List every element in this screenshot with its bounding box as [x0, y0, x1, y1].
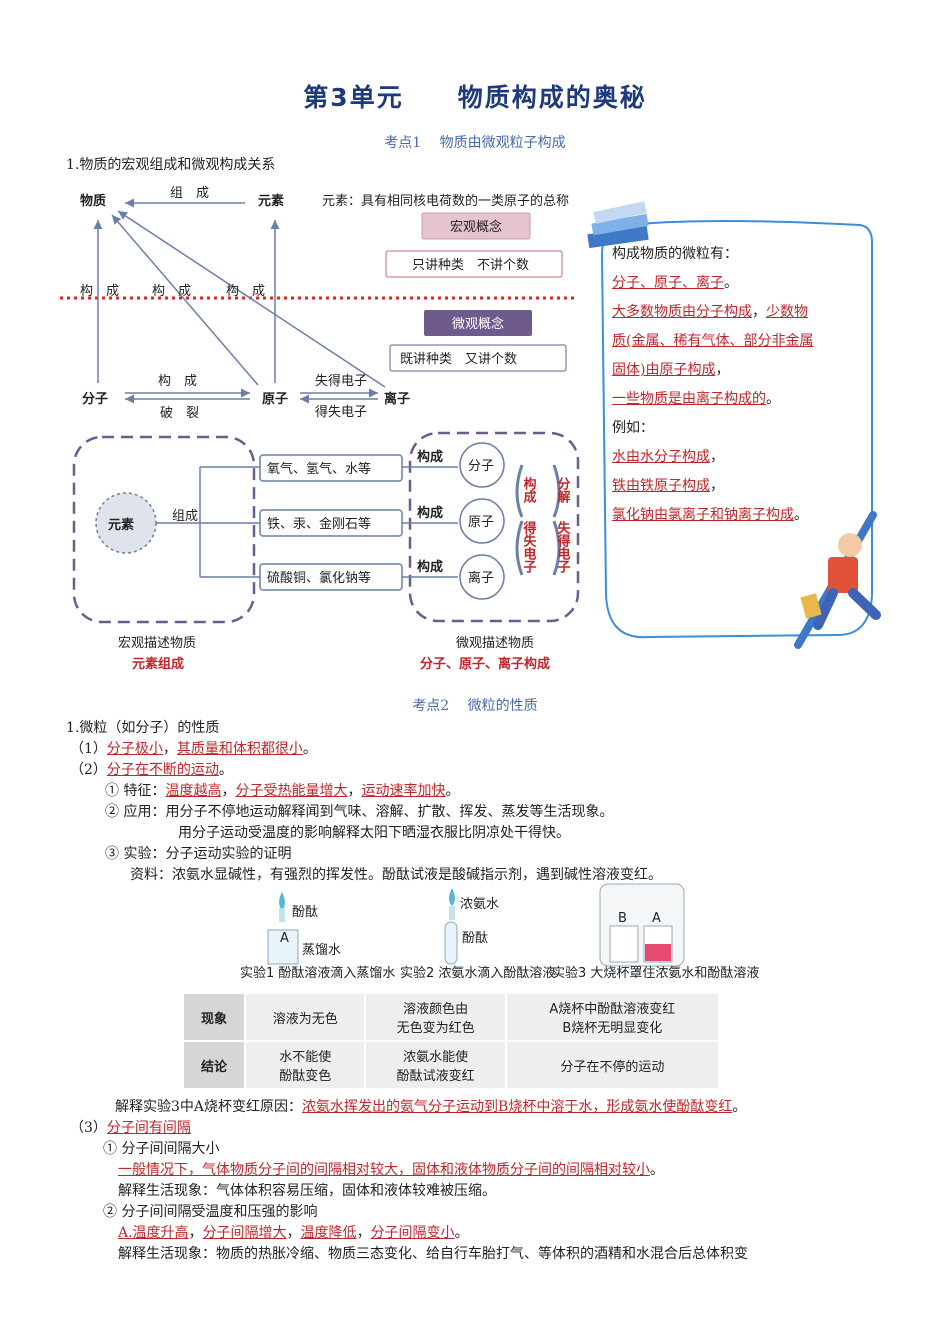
box-examples-1: 氧气、氢气、水等: [267, 461, 371, 477]
label-goucheng-3: 构 成: [226, 284, 265, 299]
side-l3c: 少数物: [766, 304, 808, 320]
spacing-size: ① 分子间间隔大小: [103, 1141, 220, 1157]
spacing-temperature-example: 解释生活现象：物质的热胀冷缩、物质三态变化、给自行车胎打气、等体积的酒精和水混合…: [118, 1246, 748, 1262]
macro-concept-desc: 只讲种类 不讲个数: [412, 258, 529, 273]
arrow-label-shide: 失得电子: [555, 520, 572, 574]
micro-concept-label: 微观概念: [452, 316, 504, 332]
property-2: （2）分子在不断的运动。: [70, 762, 233, 778]
yuansu-definition: 元素：具有相同核电荷数的一类原子的总称: [322, 193, 569, 209]
label-goucheng-small-2: 构成: [417, 505, 443, 521]
box-examples-2: 铁、汞、金刚石等: [267, 516, 371, 532]
svg-text:B: B: [618, 911, 627, 926]
arrow-label-deshi: 得失电子: [521, 520, 538, 574]
node-fenzi: 分子: [82, 391, 108, 407]
svg-text:实验3 大烧杯罩住浓氨水和酚酞溶液: 实验3 大烧杯罩住浓氨水和酚酞溶液: [552, 965, 759, 981]
macro-concept-label: 宏观概念: [450, 219, 502, 235]
side-l9: 铁由铁原子构成: [612, 478, 710, 494]
label-shi-dianzi: 失得电子: [315, 373, 367, 389]
page-title: 第3单元 物质构成的奥秘: [303, 83, 647, 112]
node-wuzhi: 物质: [80, 193, 106, 209]
material-line: 资料：浓氨水显碱性，有强烈的挥发性。酚酞试液是酸碱指示剂，遇到碱性溶液变红。: [130, 867, 662, 883]
label-polie: 破 裂: [160, 406, 199, 421]
arrow-label-fenjie: 分解: [555, 476, 572, 504]
feature-line: ① 特征：温度越高，分子受热能量增大，运动速率加快。: [105, 783, 460, 799]
experiment-illustration: 酚酞 A 蒸馏水 实验1 酚酞溶液滴入蒸馏水 浓氨水 酚酞 实验2 浓氨水滴入酚…: [240, 883, 759, 981]
side-note: 构成物质的微粒有： 分子、原子、离子。 大多数物质由分子构成，少数物 质(金属、…: [612, 240, 813, 530]
svg-text:实验2 浓氨水滴入酚酞溶液: 实验2 浓氨水滴入酚酞溶液: [400, 965, 555, 981]
circle-yuanzi: 原子: [468, 515, 494, 530]
side-l4: 质(金属、稀有气体、部分非金属: [612, 333, 814, 349]
spacing-temperature: ② 分子间间隔受温度和压强的影响: [103, 1204, 318, 1220]
label-goucheng-small-1: 构成: [417, 449, 443, 465]
spacing-temperature-detail: A.温度升高，分子间隔增大，温度降低，分子间隔变小。: [118, 1225, 469, 1241]
side-l7: 例如：: [612, 420, 654, 436]
matter-composition-diagram: 物质 元素 组 成 元素：具有相同核电荷数的一类原子的总称 宏观概念 只讲种类 …: [60, 186, 580, 672]
node-yuansu: 元素: [258, 193, 284, 209]
yuansu-circle: 元素: [108, 517, 134, 533]
books-icon: [587, 201, 649, 249]
node-yuanzi: 原子: [262, 392, 288, 407]
label-zucheng-2: 组成: [172, 509, 198, 524]
side-l2: 分子、原子、离子: [612, 275, 724, 291]
box-examples-3: 硫酸铜、氯化钠等: [267, 570, 371, 586]
label-goucheng-2: 构 成: [152, 284, 191, 299]
svg-text:酚酞: 酚酞: [292, 905, 318, 920]
side-note-frame: [587, 201, 881, 649]
running-student-icon: [794, 511, 881, 649]
caption-macro: 宏观描述物质: [118, 636, 196, 651]
experiment-line: ③ 实验：分子运动实验的证明: [105, 846, 292, 862]
svg-text:蒸馏水: 蒸馏水: [302, 943, 341, 958]
kaodian-1-heading: 考点1 物质由微观粒子构成: [384, 135, 566, 151]
circle-fenzi: 分子: [468, 459, 494, 474]
section-1-heading: 1.物质的宏观组成和微观构成关系: [66, 157, 276, 173]
svg-text:浓氨水: 浓氨水: [460, 897, 499, 912]
side-l8: 水由水分子构成: [612, 449, 710, 465]
label-goucheng-small-3: 构成: [417, 559, 443, 575]
svg-text:酚酞: 酚酞: [462, 931, 488, 946]
spacing-size-example: 解释生活现象：气体体积容易压缩，固体和液体较难被压缩。: [118, 1183, 496, 1199]
side-l5: 固体)由原子构成: [612, 362, 716, 378]
experiment-1: 酚酞 A 蒸馏水 实验1 酚酞溶液滴入蒸馏水: [240, 892, 395, 981]
svg-text:实验1 酚酞溶液滴入蒸馏水: 实验1 酚酞溶液滴入蒸馏水: [240, 965, 395, 981]
explain-line: 解释实验3中A烧杯变红原因：浓氨水挥发出的氨气分子运动到B烧杯中溶于水，形成氨水…: [115, 1099, 747, 1115]
application-line-2: 用分子运动受温度的影响解释太阳下晒湿衣服比阴凉处干得快。: [178, 825, 570, 841]
side-l10: 氯化钠由氯离子和钠离子构成: [612, 507, 794, 523]
kaodian-2-heading: 考点2 微粒的性质: [412, 698, 538, 714]
side-l6: 一些物质是由离子构成的: [612, 391, 766, 407]
section-2-heading: 1.微粒（如分子）的性质: [66, 720, 220, 736]
experiment-3: B A 实验3 大烧杯罩住浓氨水和酚酞溶液: [552, 883, 759, 981]
label-goucheng-fenzi: 构 成: [158, 374, 197, 389]
label-zucheng: 组 成: [170, 186, 209, 201]
side-l3a: 大多数物质由分子构成: [612, 304, 752, 320]
svg-text:A: A: [652, 911, 661, 926]
arrow-label-goucheng: 构成: [521, 476, 537, 504]
spacing-size-detail: 一般情况下，气体物质分子间的间隔相对较大，固体和液体物质分子间的间隔相对较小。: [118, 1162, 664, 1178]
side-l1: 构成物质的微粒有：: [612, 246, 738, 262]
experiment-2: 浓氨水 酚酞 实验2 浓氨水滴入酚酞溶液: [400, 888, 555, 981]
property-1: （1）分子极小，其质量和体积都很小。: [70, 741, 317, 757]
property-3: （3）分子间有间隔: [70, 1120, 191, 1136]
caption-micro: 微观描述物质: [456, 636, 534, 651]
label-goucheng-1: 构 成: [80, 284, 119, 299]
node-lizi: 离子: [384, 391, 410, 407]
application-line: ② 应用：用分子不停地运动解释闻到气味、溶解、扩散、挥发、蒸发等生活现象。: [105, 804, 614, 820]
label-de-dianzi: 得失电子: [315, 404, 367, 420]
table-row: 结论 水不能使酚酞变色 浓氨水能使酚酞试液变红 分子在不停的运动: [182, 1040, 721, 1090]
svg-text:A: A: [280, 931, 289, 946]
caption-micro-2: 分子、原子、离子构成: [420, 656, 550, 672]
caption-macro-2: 元素组成: [132, 656, 184, 672]
circle-lizi: 离子: [468, 570, 494, 586]
micro-concept-desc: 既讲种类 又讲个数: [400, 352, 517, 367]
